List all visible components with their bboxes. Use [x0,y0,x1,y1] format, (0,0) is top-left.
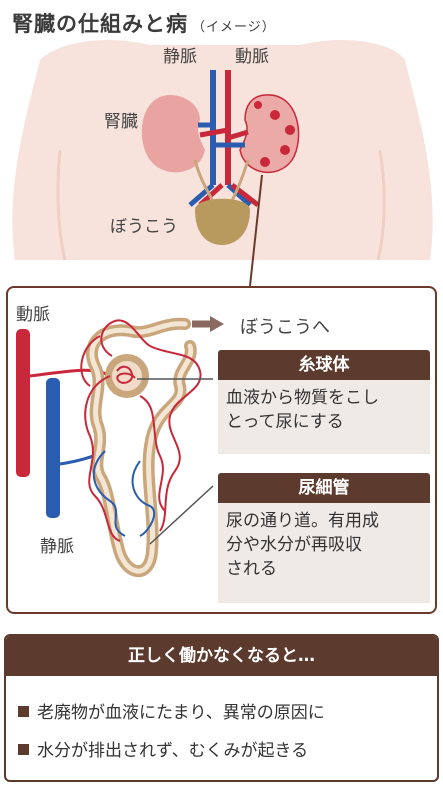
tubule-description: 尿の通り道。有用成 分や水分が再吸収 される [218,503,430,603]
label-bladder: ぼうこう [110,217,178,237]
tubule-text-line1: 尿の通り道。有用成 [226,511,379,531]
title-text: 腎臓の仕組みと病 [12,12,188,36]
page-title: 腎臓の仕組みと病 （イメージ） [12,8,276,38]
bullet-square-icon [18,706,29,717]
glomerulus-heading: 糸球体 [218,350,430,380]
body-illustration [12,40,433,287]
tubule-text-line3: される [226,559,277,579]
problem-text-1: 老廃物が血液にたまり、異常の原因に [37,703,325,723]
problem-text-2: 水分が排出されず、むくみが起きる [37,741,309,761]
title-note: （イメージ） [192,20,276,35]
problem-item: 水分が排出されず、むくみが起きる [18,736,308,761]
label-to-bladder: ぼうこうへ [240,317,330,338]
glomerulus-text-line2: とって尿にする [226,412,344,432]
label-kidney: 腎臓 [104,112,138,132]
problems-heading: 正しく働かなくなると… [6,636,437,676]
left-kidney [141,95,205,173]
bullet-square-icon [18,744,29,755]
label-artery-panel: 動脈 [16,305,50,325]
label-vein-panel: 静脈 [40,537,74,557]
nephron-illustration [16,316,224,577]
label-vein-top: 静脈 [163,47,197,67]
glomerulus-description: 血液から物質をこし とって尿にする [218,380,430,454]
label-artery-top: 動脈 [235,47,269,67]
tubule-text-line2: 分や水分が再吸収 [226,535,362,555]
bladder-shape [195,198,250,245]
glomerulus-text-line1: 血液から物質をこし [226,388,379,408]
tubule-heading: 尿細管 [218,473,430,503]
problem-item: 老廃物が血液にたまり、異常の原因に [18,698,325,723]
problems-box: 正しく働かなくなると… 老廃物が血液にたまり、異常の原因に 水分が排出されず、む… [4,634,439,782]
